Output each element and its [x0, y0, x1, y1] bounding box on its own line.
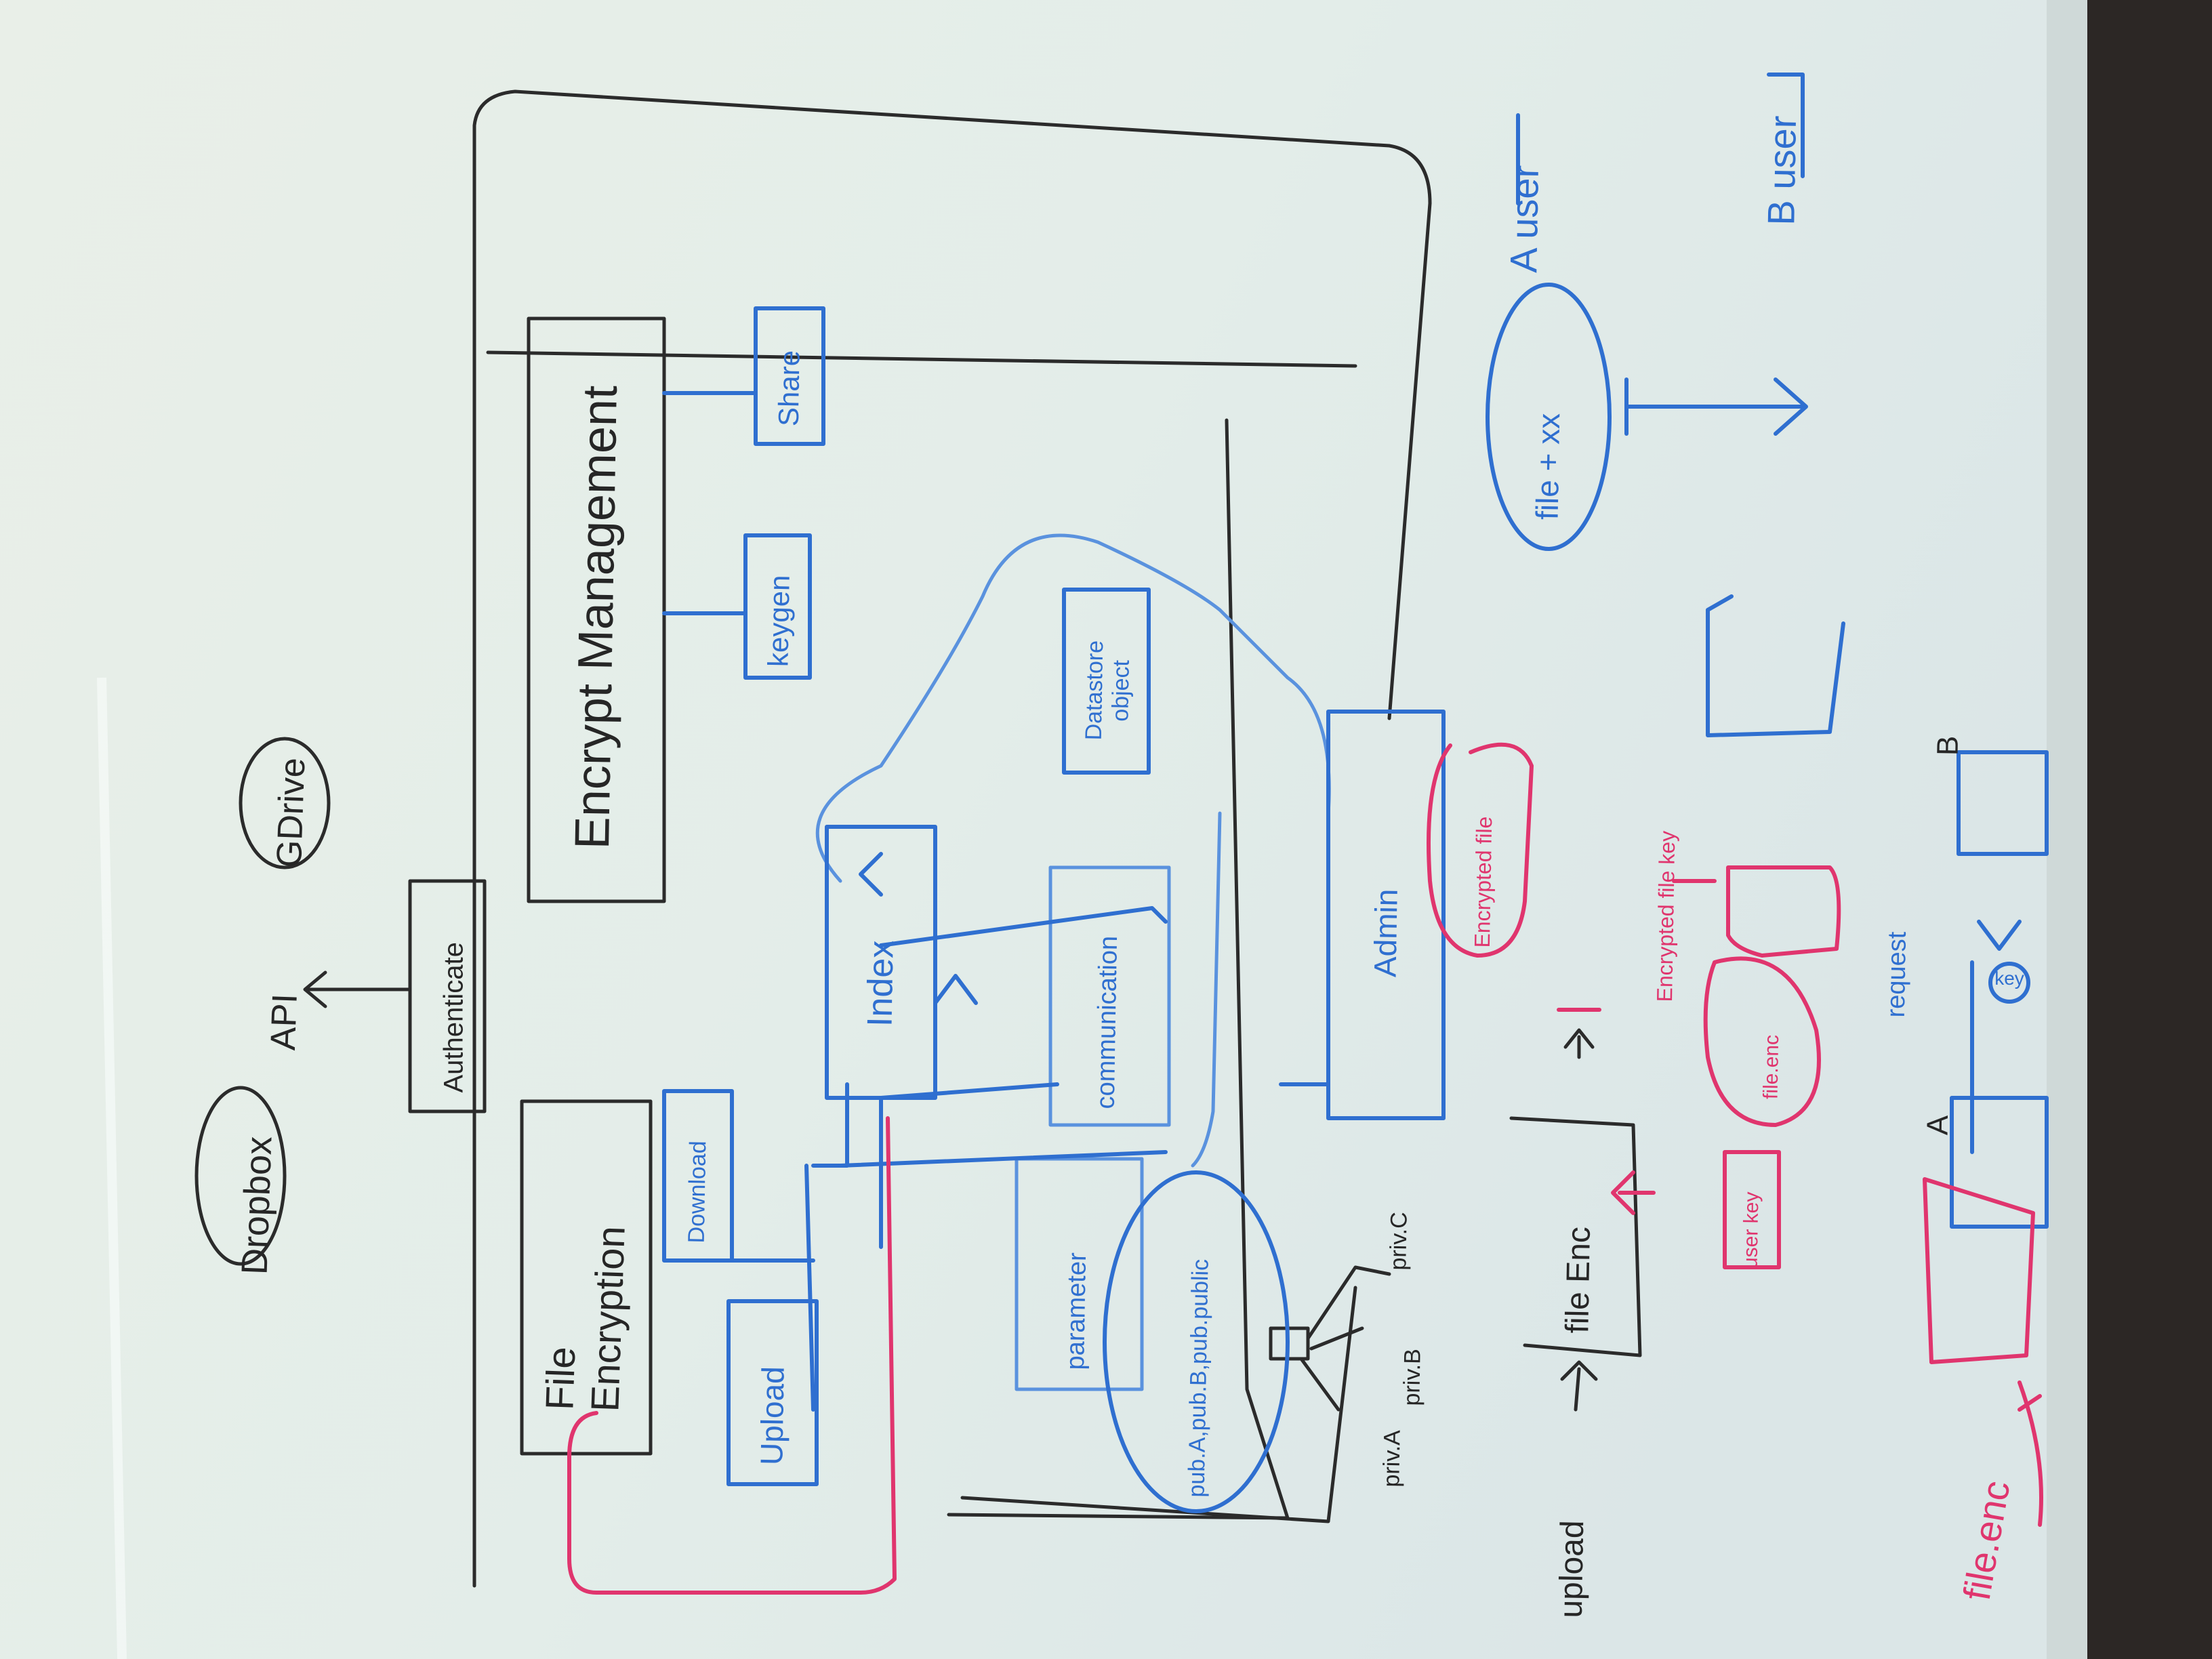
encrypt-management-box: [527, 316, 666, 903]
encrypted-file-label: Encrypted file: [1469, 816, 1497, 948]
cloud-outline-top: [815, 533, 1331, 883]
file-xx-ellipse: [1486, 283, 1612, 551]
upload-box: [726, 1299, 819, 1486]
datastore-object-label: Datastore object: [1080, 640, 1134, 741]
b-box: [1957, 750, 2049, 856]
b-mark-label: B: [1931, 735, 1965, 756]
authenticate-label: Authenticate: [438, 942, 469, 1093]
upload-label: Upload: [754, 1366, 791, 1466]
fileenc-arrowhead: [1563, 1028, 1595, 1049]
board-edge: [2047, 0, 2087, 1659]
communication-label: communication: [1091, 935, 1124, 1109]
index-arrowhead: [859, 852, 883, 897]
lower-group-border: [960, 1286, 1357, 1523]
file-encryption-label: File Encryption: [537, 1225, 634, 1413]
key-label: key: [1994, 968, 2024, 989]
file-enc-box: [1509, 1116, 1642, 1357]
red-file-enc-arrow: [2018, 1380, 2043, 1527]
user-key-arrow: [1611, 1170, 1656, 1215]
upload-left-label: upload: [1553, 1519, 1591, 1618]
encrypt-management-label: Encrypt Management: [565, 385, 628, 850]
encrypted-file-ellipse: [1427, 742, 1534, 958]
parameter-label: parameter: [1061, 1252, 1092, 1370]
index-label: Index: [860, 940, 901, 1027]
priv-c-label: priv.C: [1385, 1211, 1412, 1271]
index-left-connector: [838, 1082, 1168, 1249]
priv-b-arrow: [1309, 1326, 1364, 1351]
share-box: [754, 306, 825, 446]
keygen-label: keygen: [762, 575, 796, 668]
red-document-icon: [1923, 1177, 2035, 1364]
pub-priv-label: pub.A,pub.B,pub.public: [1183, 1258, 1214, 1498]
encrypted-filekey-label: Encrypted file key: [1652, 830, 1680, 1002]
gdrive-label: GDrive: [269, 757, 313, 868]
download-box: [662, 1089, 734, 1263]
comm-arrowhead: [933, 974, 978, 1005]
file-enc-small-label: file.enc: [1759, 1034, 1784, 1100]
api-arrowhead: [303, 970, 327, 1008]
cloud-outline-bottom: [1191, 811, 1222, 1168]
dropbox-ellipse: [194, 1086, 287, 1266]
priv-c-arrow: [1306, 1265, 1391, 1340]
upload-arrow-line: [1574, 1367, 1581, 1412]
share-label: Share: [772, 350, 806, 427]
dropbox-label: Dropbox: [234, 1135, 280, 1275]
admin-connector: [1279, 913, 1330, 1086]
parameter-box: [1015, 1157, 1144, 1391]
outer-border-line: [472, 89, 1432, 1588]
user-key-label: user key: [1739, 1191, 1763, 1269]
communication-box: [1048, 865, 1171, 1127]
priv-a-arrow: [1299, 1357, 1340, 1412]
key-circle: [1988, 962, 2030, 1004]
request-label: request: [1881, 931, 1912, 1018]
api-label: API: [263, 993, 305, 1051]
keygen-box: [743, 533, 812, 680]
b-user-underline: [1767, 73, 1805, 178]
red-small-box: [1726, 865, 1841, 958]
authenticate-box: [408, 879, 487, 1113]
download-label: Download: [683, 1140, 712, 1244]
file-enc-red-label: file.enc: [1954, 1477, 2018, 1603]
comm-index-connector: [879, 906, 1168, 947]
b-user-label: B user: [1759, 115, 1805, 226]
file-enc-label: file Enc: [1559, 1226, 1597, 1334]
glare-streak: [97, 677, 127, 1659]
board-frame: [2087, 0, 2212, 1659]
request-arrow: [1970, 920, 2022, 1154]
upload-arrowhead: [1560, 1360, 1598, 1381]
file-encryption-box: [520, 1099, 653, 1456]
blue-bracket: [1706, 594, 1845, 737]
a-to-b-arrowhead: [1774, 377, 1808, 436]
a-user-label: A user: [1502, 165, 1547, 274]
separator-line: [486, 350, 1357, 368]
admin-label: Admin: [1367, 888, 1404, 978]
file-xx-label: file + xx: [1529, 413, 1567, 520]
board-surface: [0, 0, 2087, 1659]
datastore-object-box: [1062, 588, 1151, 775]
a-mark-label: A: [1921, 1115, 1954, 1136]
priv-b-label: priv.B: [1399, 1348, 1426, 1406]
a-box: [1950, 1096, 2049, 1229]
red-file-enc-ellipse: [1703, 956, 1821, 1127]
pub-priv-ellipse: [1103, 1170, 1290, 1513]
red-loop-line: [567, 1116, 897, 1595]
gdrive-ellipse: [239, 737, 331, 869]
bottom-border-line: [947, 418, 1290, 1520]
user-key-box: [1723, 1150, 1781, 1269]
